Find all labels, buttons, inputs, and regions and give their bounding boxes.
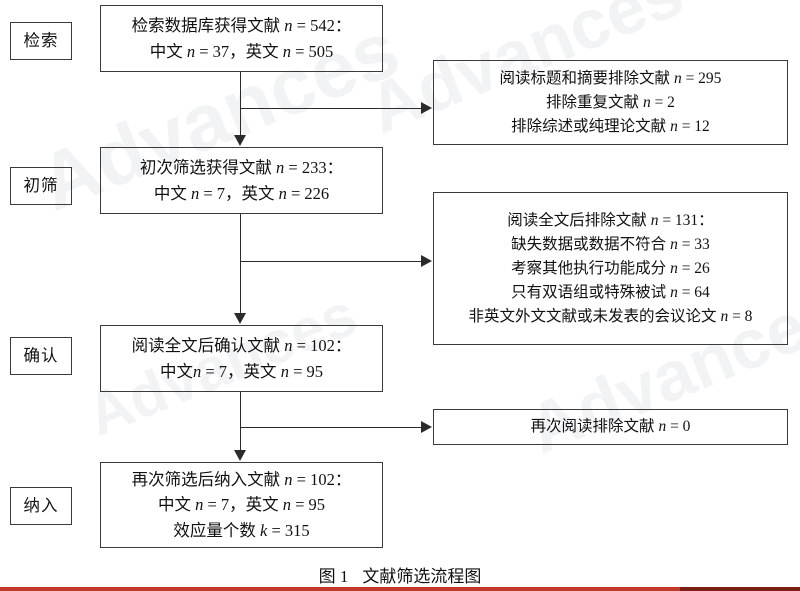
- bottom-accent-rule-dark: [680, 587, 800, 591]
- connector-arrowhead-down-2: [234, 313, 246, 324]
- connector-vline-3: [240, 392, 241, 451]
- flowbox-records-screened: 初次筛选获得文献 n = 233： 中文 n = 7，英文 n = 226: [100, 147, 383, 214]
- connector-arrowhead-right-3: [421, 421, 432, 433]
- exclusion-line: 再次阅读排除文献 n = 0: [530, 418, 691, 435]
- bottom-accent-rule: [0, 587, 800, 591]
- stage-label-text: 初筛: [23, 176, 59, 196]
- flowbox-line: 阅读全文后确认文献 n = 102：: [131, 336, 352, 356]
- exclusion-line: 阅读标题和摘要排除文献 n = 295: [499, 69, 722, 87]
- flowbox-line: 效应量个数 k = 315: [173, 520, 310, 540]
- stage-label-include: 纳入: [10, 487, 72, 525]
- exclusion-line: 阅读全文后排除文献 n = 131：: [507, 211, 714, 229]
- stage-label-text: 确认: [23, 346, 59, 366]
- flowbox-line: 初次筛选获得文献 n = 233：: [139, 158, 344, 178]
- exclusion-line: 排除综述或纯理论文献 n = 12: [511, 117, 710, 135]
- connector-hline-1: [240, 108, 422, 109]
- flowbox-line: 中文n = 7，英文 n = 95: [160, 361, 323, 381]
- figure-caption-number: 图 1: [318, 567, 349, 586]
- exclusionbox-fulltext: 阅读全文后排除文献 n = 131： 缺失数据或数据不符合 n = 33 考察其…: [433, 192, 788, 345]
- stage-label-text: 纳入: [23, 496, 59, 516]
- connector-arrowhead-right-1: [421, 102, 432, 114]
- exclusion-line: 只有双语组或特殊被试 n = 64: [511, 283, 710, 301]
- flowbox-studies-included: 再次筛选后纳入文献 n = 102： 中文 n = 7，英文 n = 95 效应…: [100, 462, 383, 548]
- exclusionbox-rereading: 再次阅读排除文献 n = 0: [433, 409, 788, 445]
- connector-vline-2: [240, 214, 241, 314]
- connector-arrowhead-down-1: [234, 135, 246, 146]
- exclusionbox-title-abstract: 阅读标题和摘要排除文献 n = 295 排除重复文献 n = 2 排除综述或纯理…: [433, 60, 788, 145]
- exclusion-line: 缺失数据或数据不符合 n = 33: [511, 235, 710, 253]
- flowbox-line: 中文 n = 37，英文 n = 505: [149, 41, 334, 61]
- connector-hline-3: [240, 427, 422, 428]
- flowbox-line: 再次筛选后纳入文献 n = 102：: [131, 469, 352, 489]
- connector-hline-2: [240, 261, 422, 262]
- exclusion-line: 考察其他执行功能成分 n = 26: [511, 259, 710, 277]
- stage-label-text: 检索: [23, 31, 59, 51]
- stage-label-first-screen: 初筛: [10, 167, 72, 205]
- stage-label-retrieval: 检索: [10, 22, 72, 60]
- flowbox-line: 中文 n = 7，英文 n = 95: [157, 495, 326, 515]
- flowbox-fulltext-confirmed: 阅读全文后确认文献 n = 102： 中文n = 7，英文 n = 95: [100, 325, 383, 392]
- flowbox-records-identified: 检索数据库获得文献 n = 542： 中文 n = 37，英文 n = 505: [100, 5, 383, 72]
- connector-arrowhead-down-3: [234, 450, 246, 461]
- exclusion-line: 排除重复文献 n = 2: [546, 93, 675, 111]
- flowbox-line: 检索数据库获得文献 n = 542：: [131, 16, 352, 36]
- stage-label-confirm: 确认: [10, 337, 72, 375]
- exclusion-line: 非英文外文文献或未发表的会议论文 n = 8: [468, 307, 753, 325]
- flowbox-line: 中文 n = 7，英文 n = 226: [153, 183, 330, 203]
- figure-caption-title: 文献筛选流程图: [362, 567, 482, 586]
- connector-vline-1: [240, 72, 241, 136]
- connector-arrowhead-right-2: [421, 255, 432, 267]
- figure-caption: 图 1 文献筛选流程图: [0, 562, 800, 587]
